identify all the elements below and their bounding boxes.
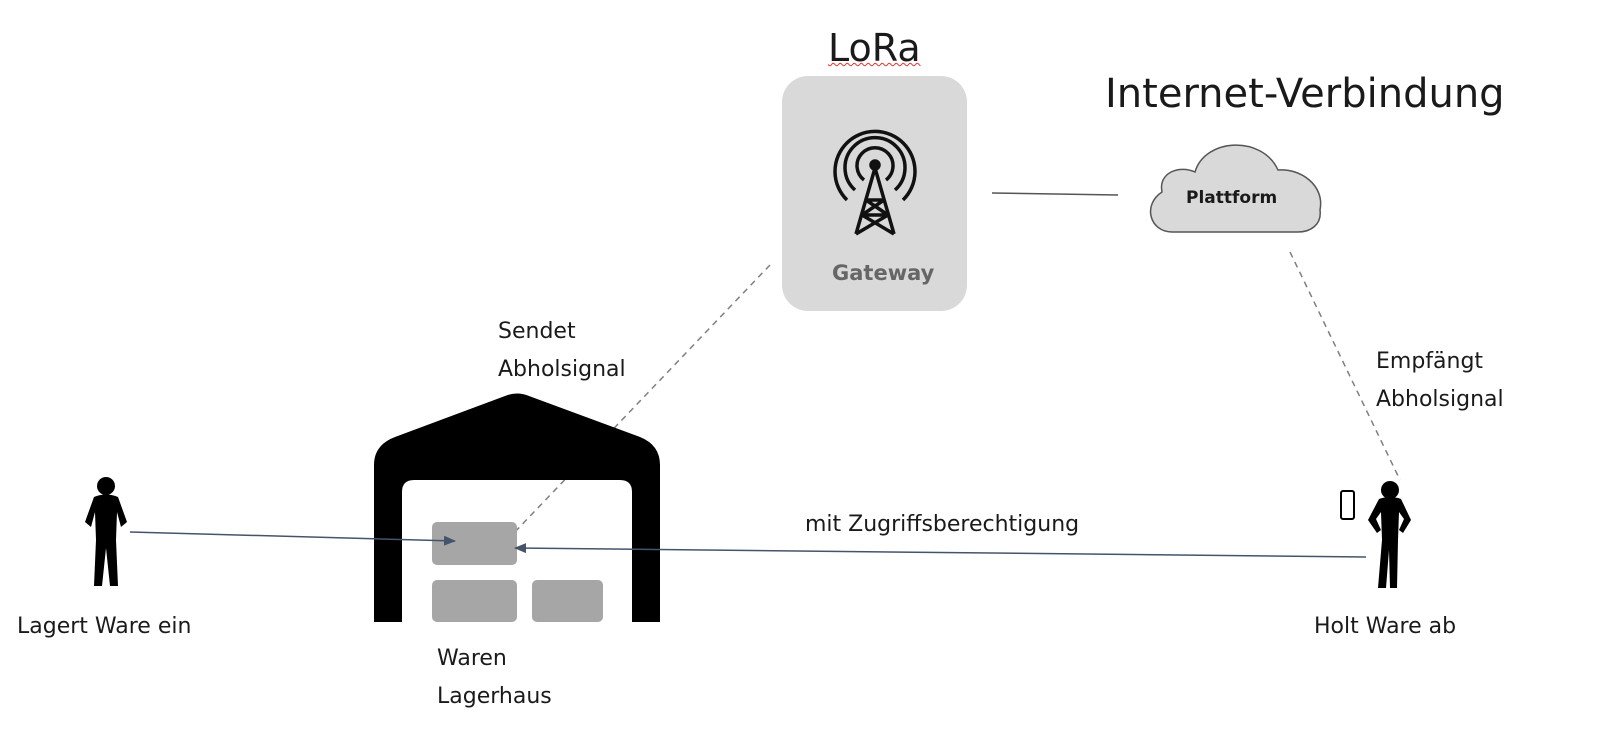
smartphone-icon <box>1340 490 1355 520</box>
person-icon <box>85 477 127 586</box>
picks-up-label: Holt Ware ab <box>1314 614 1457 639</box>
access-label: mit Zugriffsberechtigung <box>805 512 1080 537</box>
lora-title: LoRa <box>828 26 921 70</box>
lora-signal-line <box>511 264 771 536</box>
person-icon <box>1368 481 1411 588</box>
warehouse-label: Waren Lagerhaus <box>437 646 552 709</box>
sends-signal-label: Sendet Abholsignal <box>498 319 626 382</box>
radio-tower-icon <box>833 129 917 236</box>
gateway-label: Gateway <box>832 261 935 285</box>
goods-box <box>532 580 603 622</box>
internet-title: Internet-Verbindung <box>1105 71 1505 117</box>
pickup-arrow <box>514 543 1367 558</box>
platform-label: Plattform <box>1186 188 1278 208</box>
goods-box <box>432 580 517 622</box>
platform-signal-line <box>1289 251 1401 481</box>
receives-signal-label: Empfängt Abholsignal <box>1376 349 1504 412</box>
goods-box-sensor <box>432 522 517 565</box>
warehouse-icon <box>374 393 660 622</box>
cloud-icon <box>1149 144 1322 233</box>
gateway-box <box>782 76 967 311</box>
stores-goods-label: Lagert Ware ein <box>17 614 192 639</box>
internet-link-line <box>991 192 1119 196</box>
store-arrow <box>129 531 456 546</box>
